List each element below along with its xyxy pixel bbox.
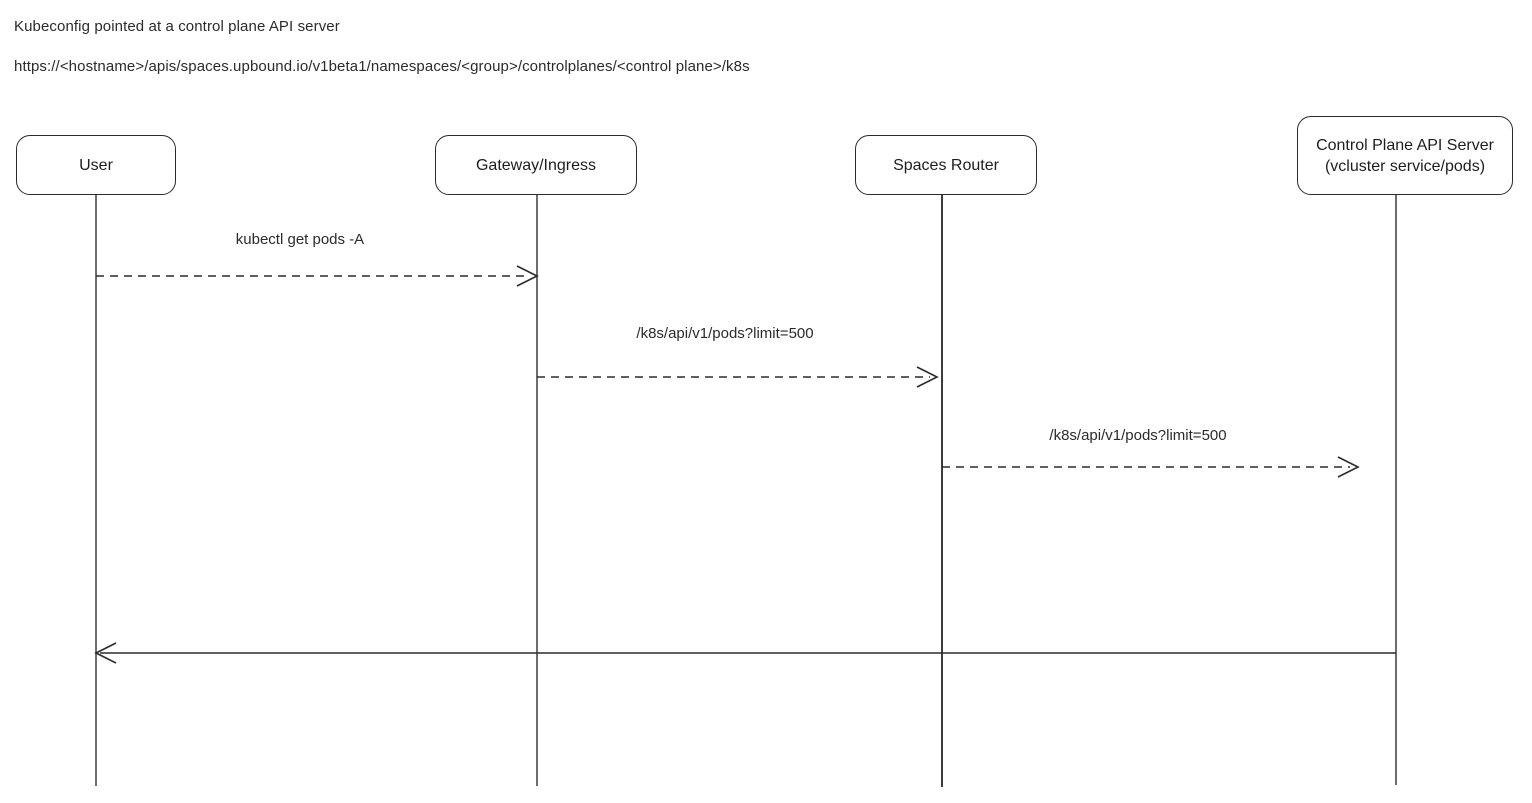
- actor-box-gateway-ingress: Gateway/Ingress: [435, 135, 637, 195]
- message-arrow-3-head: [1337, 456, 1360, 478]
- message-arrow-2-head: [916, 366, 939, 388]
- message-arrow-4-head: [94, 642, 117, 664]
- actor-label-user: User: [79, 156, 113, 174]
- actor-label-control-plane-line2: (vcluster service/pods): [1324, 157, 1486, 175]
- actor-label-gateway-ingress: Gateway/Ingress: [475, 156, 597, 174]
- kubeconfig-url-text: https://<hostname>/apis/spaces.upbound.i…: [14, 58, 750, 75]
- message-label-k8s-api-pods-1: /k8s/api/v1/pods?limit=500: [636, 325, 814, 342]
- actor-box-control-plane: Control Plane API Server (vcluster servi…: [1297, 116, 1513, 195]
- actor-label-control-plane-line1: Control Plane API Server: [1316, 136, 1494, 154]
- diagram-title: Kubeconfig pointed at a control plane AP…: [14, 18, 340, 35]
- message-label-kubectl-get-pods: kubectl get pods -A: [235, 231, 365, 248]
- message-label-k8s-api-pods-2: /k8s/api/v1/pods?limit=500: [1049, 427, 1227, 444]
- message-arrow-1-head: [516, 265, 539, 287]
- actor-box-user: User: [16, 135, 176, 195]
- actor-box-spaces-router: Spaces Router: [855, 135, 1037, 195]
- actor-label-spaces-router: Spaces Router: [893, 156, 999, 174]
